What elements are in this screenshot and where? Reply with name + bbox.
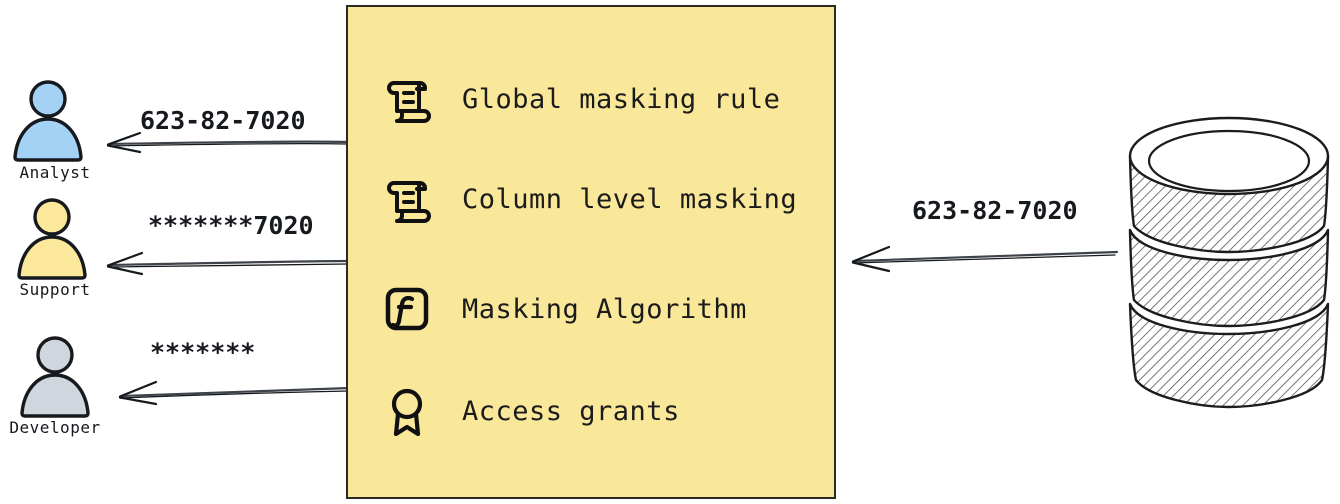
- database-cylinder-icon[interactable]: [1120, 112, 1338, 412]
- person-icon: [0, 192, 110, 284]
- policy-row-column-level-masking[interactable]: Column level masking: [376, 167, 797, 231]
- person-icon: [0, 75, 110, 167]
- actor-label: Support: [19, 280, 91, 299]
- payload-source: 623-82-7020: [912, 196, 1078, 225]
- actor-label: Developer: [9, 418, 101, 437]
- person-icon: [0, 330, 110, 422]
- policy-row-access-grants[interactable]: Access grants: [376, 379, 680, 443]
- payload-support: *******7020: [148, 211, 314, 240]
- payload-analyst: 623-82-7020: [140, 106, 306, 135]
- arrow-to-support: [100, 250, 352, 276]
- policy-row-masking-algorithm[interactable]: Masking Algorithm: [376, 277, 747, 341]
- payload-developer: *******: [150, 338, 256, 367]
- function-icon: [376, 278, 438, 340]
- policy-label: Masking Algorithm: [462, 293, 747, 325]
- policy-panel: Global masking rule Column level masking: [346, 5, 836, 499]
- actor-developer[interactable]: Developer: [0, 330, 110, 436]
- award-icon: [376, 380, 438, 442]
- arrow-to-analyst: [100, 128, 352, 154]
- policy-label: Column level masking: [462, 183, 798, 215]
- scroll-icon: [376, 168, 438, 230]
- policy-label: Global masking rule: [462, 83, 781, 115]
- actor-analyst[interactable]: Analyst: [0, 75, 110, 181]
- scroll-icon: [376, 68, 438, 130]
- arrow-from-database: [845, 245, 1119, 273]
- policy-row-global-masking-rule[interactable]: Global masking rule: [376, 67, 780, 131]
- policy-label: Access grants: [462, 395, 680, 427]
- arrow-to-developer: [112, 378, 352, 406]
- actor-label: Analyst: [19, 163, 91, 182]
- actor-support[interactable]: Support: [0, 192, 110, 298]
